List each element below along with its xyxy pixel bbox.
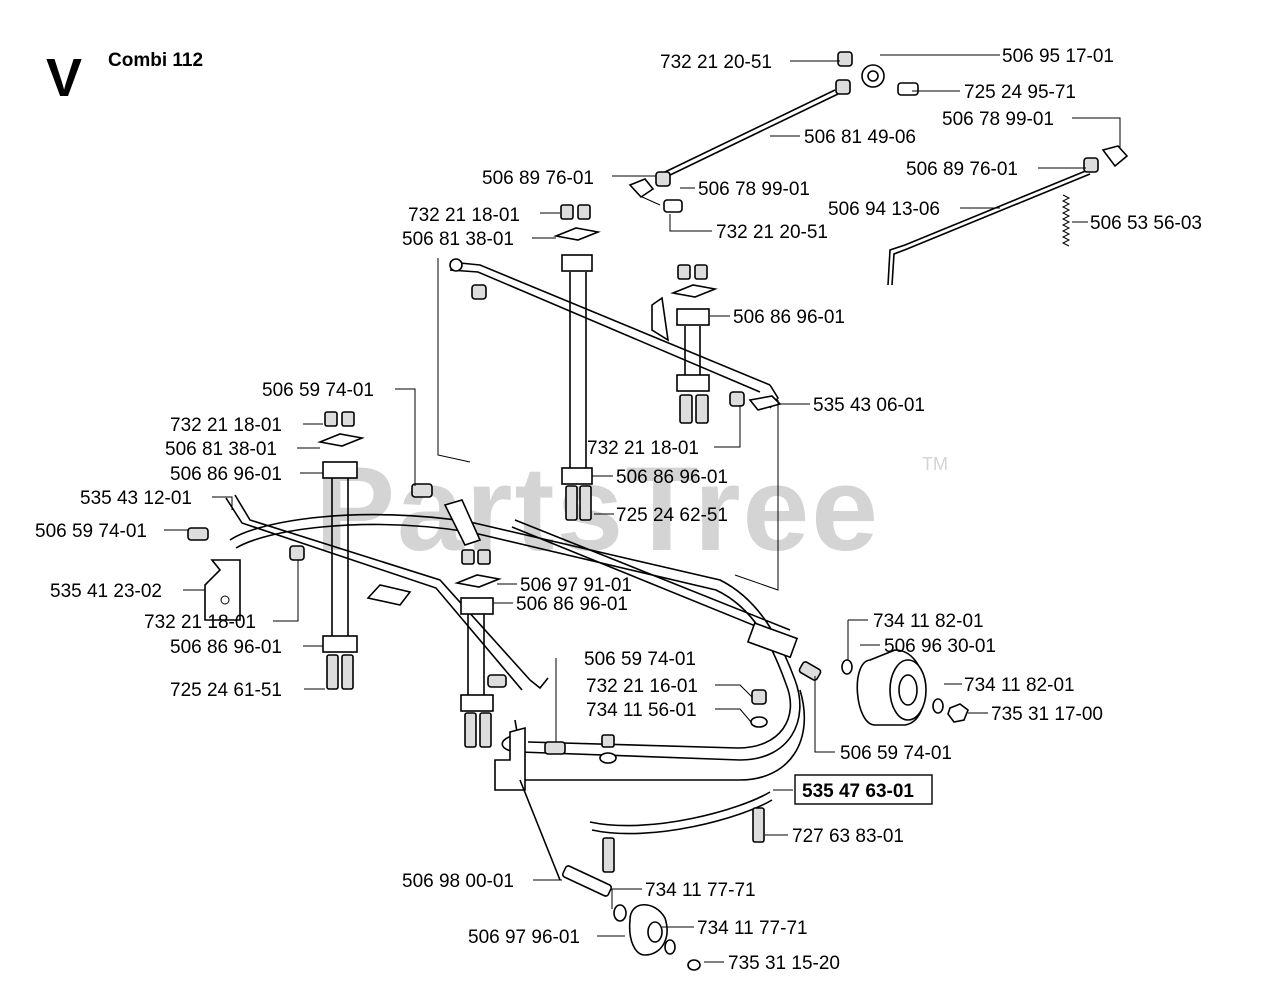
callout-label[interactable]: 506 86 96-01 bbox=[170, 464, 282, 485]
axle-pin-icon bbox=[561, 865, 613, 897]
highlight-frame bbox=[794, 774, 933, 805]
watermark-trademark: TM bbox=[922, 454, 948, 474]
callout-label[interactable]: 732 21 18-01 bbox=[144, 612, 256, 633]
callout-label[interactable]: 727 63 83-01 bbox=[792, 826, 904, 847]
callout-label-highlight[interactable]: 535 47 63-01 bbox=[802, 781, 914, 802]
spacer-plate-icon bbox=[553, 227, 601, 241]
callout-label[interactable]: 506 59 74-01 bbox=[35, 521, 147, 542]
callout-label[interactable]: 506 95 17-01 bbox=[1002, 46, 1114, 67]
model-title: Combi 112 bbox=[108, 50, 203, 71]
callout-label[interactable]: 506 89 76-01 bbox=[906, 159, 1018, 180]
callout-label[interactable]: 732 21 16-01 bbox=[586, 676, 698, 697]
callout-label[interactable]: 506 78 99-01 bbox=[942, 109, 1054, 130]
lower-strap-icon bbox=[589, 791, 771, 827]
callout-label[interactable]: 725 24 95-71 bbox=[964, 82, 1076, 103]
callout-label[interactable]: 506 81 49-06 bbox=[804, 127, 916, 148]
callout-label[interactable]: 732 21 18-01 bbox=[587, 438, 699, 459]
callout-label[interactable]: 506 53 56-03 bbox=[1090, 213, 1202, 234]
callout-label[interactable]: 535 41 23-02 bbox=[50, 581, 162, 602]
callout-label[interactable]: 506 94 13-06 bbox=[828, 199, 940, 220]
tension-spring-icon bbox=[1061, 194, 1071, 247]
leader-lines bbox=[164, 54, 1121, 963]
callout-label[interactable]: 735 31 15-20 bbox=[728, 953, 840, 974]
callout-label[interactable]: 506 97 96-01 bbox=[468, 927, 580, 948]
callout-label[interactable]: 506 81 38-01 bbox=[402, 229, 514, 250]
callout-label[interactable]: 506 78 99-01 bbox=[698, 179, 810, 200]
section-letter: V bbox=[46, 48, 82, 108]
callout-label[interactable]: 735 31 17-00 bbox=[991, 704, 1103, 725]
callout-label[interactable]: 725 24 62-51 bbox=[616, 505, 728, 526]
elbow-fitting-icon bbox=[628, 178, 655, 199]
callout-label[interactable]: 725 24 61-51 bbox=[170, 680, 282, 701]
linkage-rod-icon bbox=[664, 89, 836, 173]
callout-label[interactable]: 734 11 77-71 bbox=[697, 918, 808, 939]
callout-label[interactable]: 732 21 18-01 bbox=[408, 205, 520, 226]
callout-label[interactable]: 506 86 96-01 bbox=[170, 637, 282, 658]
callout-label[interactable]: 506 81 38-01 bbox=[165, 439, 277, 460]
callout-label[interactable]: 506 86 96-01 bbox=[516, 594, 628, 615]
callout-label[interactable]: 506 59 74-01 bbox=[262, 380, 374, 401]
callout-label[interactable]: 506 97 91-01 bbox=[520, 575, 632, 596]
callout-label[interactable]: 506 86 96-01 bbox=[616, 467, 728, 488]
callout-label[interactable]: 734 11 56-01 bbox=[586, 700, 697, 721]
drawing-artwork bbox=[187, 51, 1129, 971]
callout-label[interactable]: 506 59 74-01 bbox=[840, 743, 952, 764]
callout-label[interactable]: 732 21 18-01 bbox=[170, 415, 282, 436]
watermark-text: PartsTree bbox=[315, 442, 880, 576]
left-bracket-icon bbox=[204, 559, 241, 621]
callout-label[interactable]: 734 11 82-01 bbox=[964, 675, 1075, 696]
callout-label[interactable]: 506 59 74-01 bbox=[584, 649, 696, 670]
callout-label[interactable]: 506 86 96-01 bbox=[733, 307, 845, 328]
mounting-block-icon bbox=[561, 254, 593, 272]
nut-icon bbox=[835, 79, 851, 95]
callout-label[interactable]: 535 43 12-01 bbox=[80, 488, 192, 509]
bracket-icon bbox=[651, 296, 670, 342]
callout-label[interactable]: 734 11 82-01 bbox=[873, 611, 984, 632]
callout-label[interactable]: 506 98 00-01 bbox=[402, 871, 514, 892]
callout-label[interactable]: 535 43 06-01 bbox=[813, 395, 925, 416]
callout-label[interactable]: 732 21 20-51 bbox=[660, 52, 772, 73]
callout-label[interactable]: 734 11 77-71 bbox=[645, 880, 756, 901]
callout-label[interactable]: 732 21 20-51 bbox=[716, 222, 828, 243]
callout-label[interactable]: 506 96 30-01 bbox=[884, 636, 996, 657]
callout-labels: 732 21 20-51 506 95 17-01 725 24 95-71 5… bbox=[35, 46, 1202, 974]
callout-label[interactable]: 506 89 76-01 bbox=[482, 168, 594, 189]
bolt-icon bbox=[897, 82, 919, 96]
